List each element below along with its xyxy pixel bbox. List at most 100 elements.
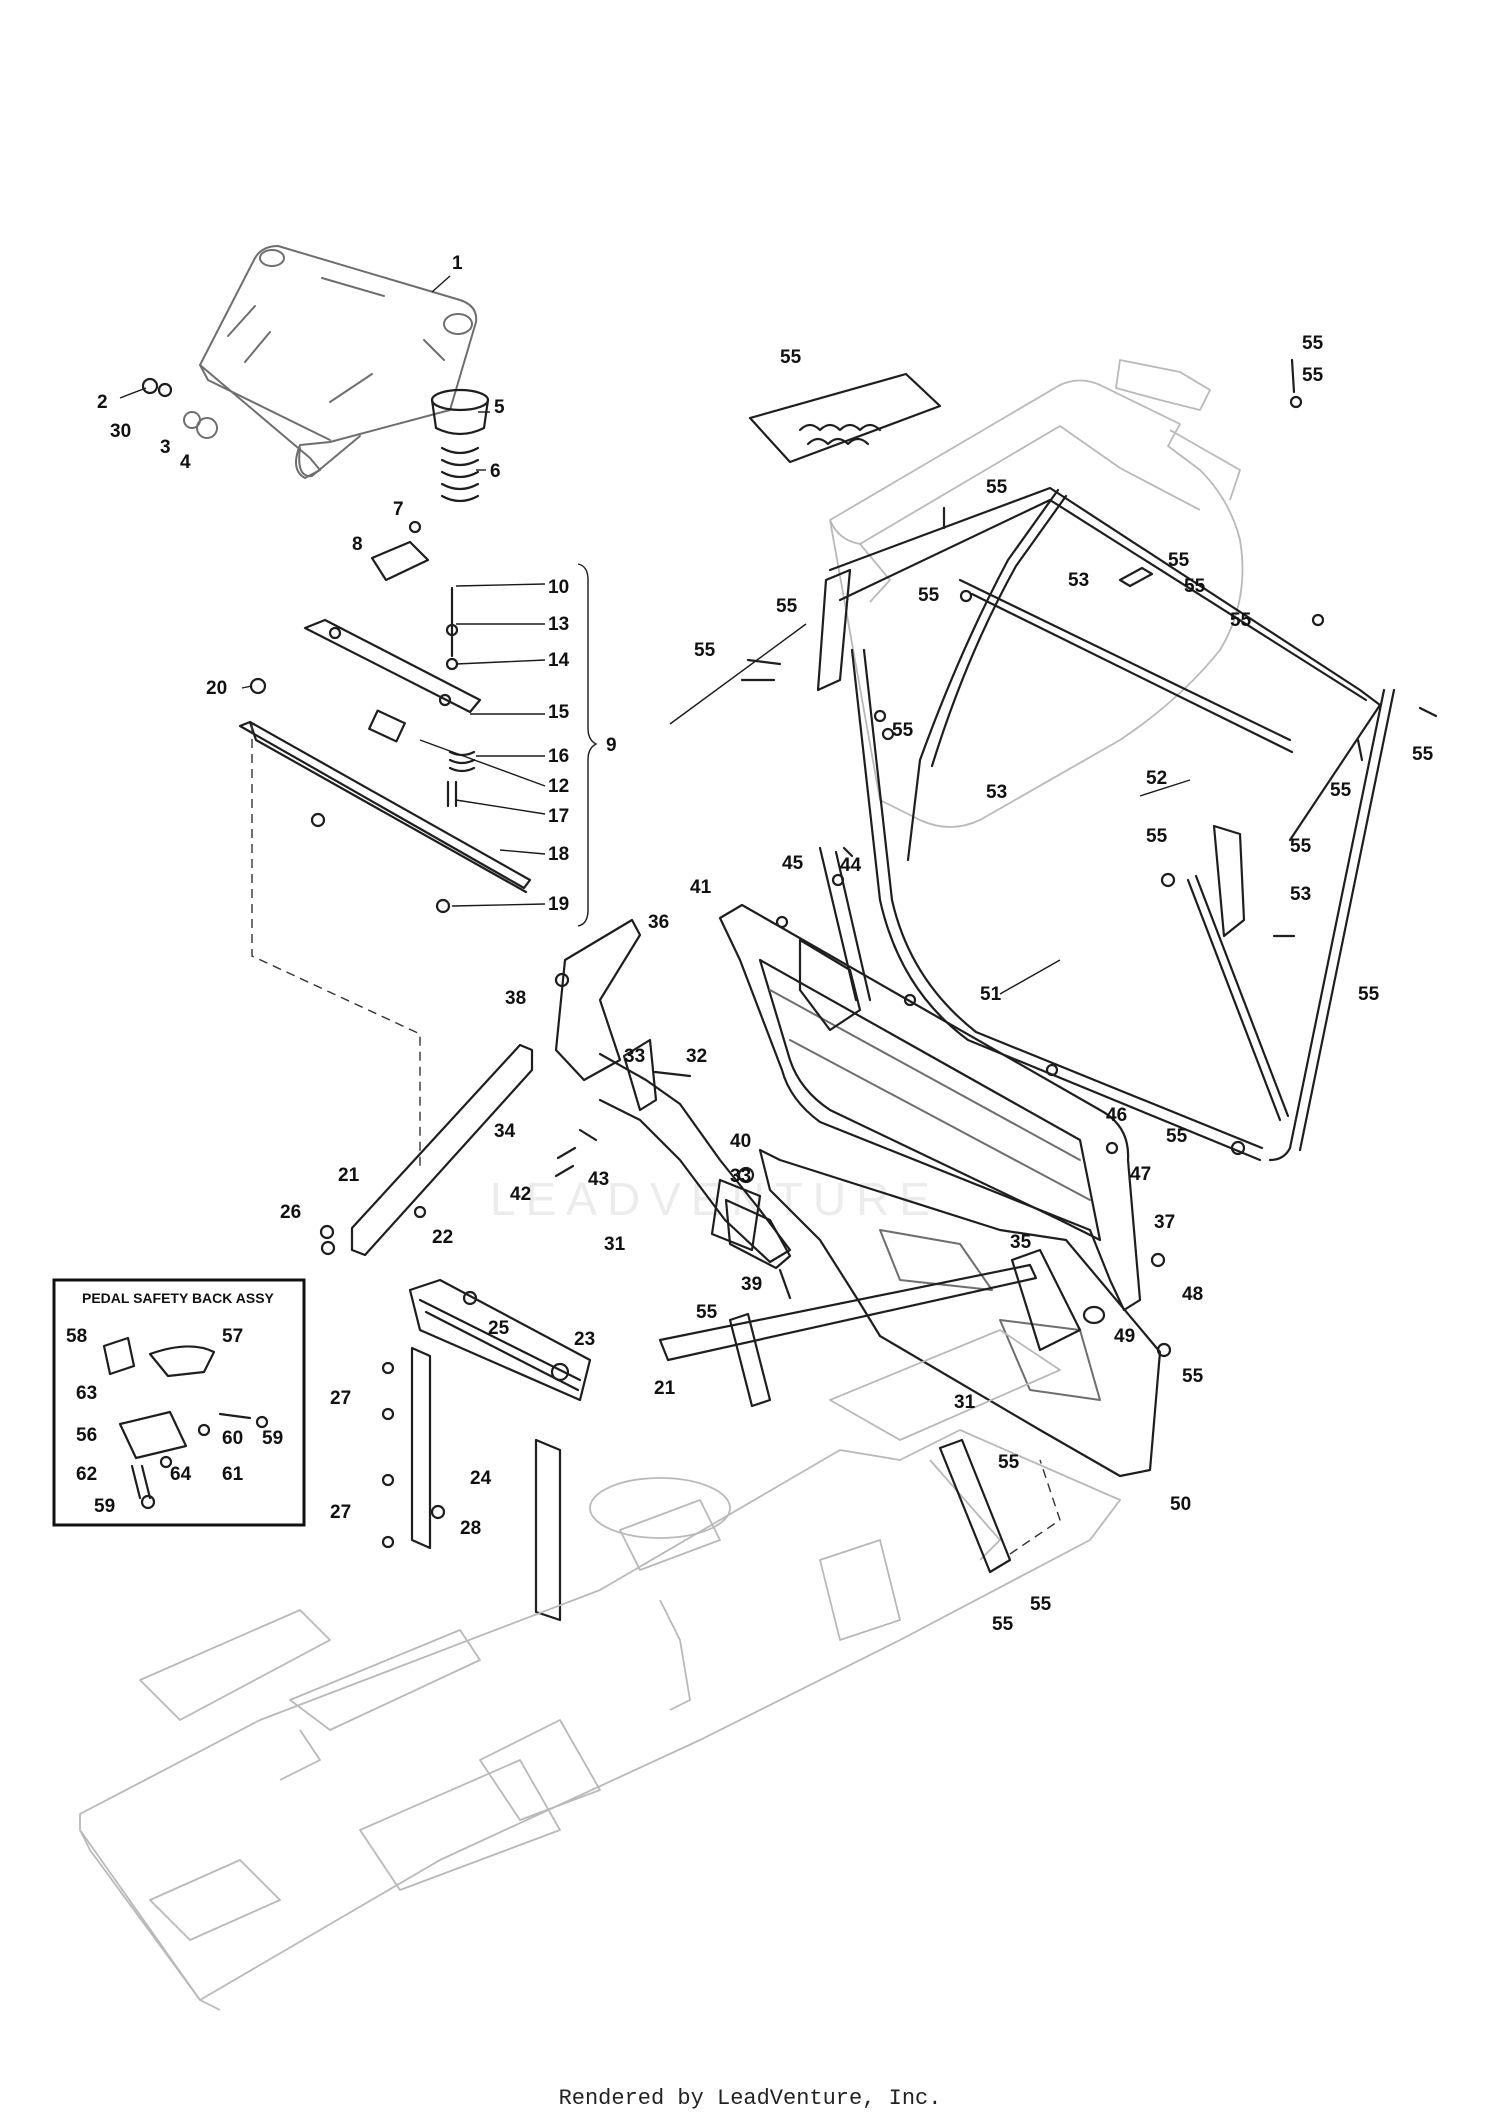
callout: 32 [686, 1046, 707, 1067]
seat-back-cover [829, 359, 1244, 828]
callout: 56 [76, 1425, 97, 1446]
callout: 62 [76, 1464, 97, 1485]
nut-top-right [1289, 395, 1303, 409]
callout: 10 [548, 577, 569, 598]
callout: 53 [1068, 570, 1089, 591]
callout: 55 [694, 640, 716, 661]
callout: 55 [1146, 826, 1168, 847]
callout: 51 [980, 984, 1002, 1005]
bag-frame-tubes [816, 486, 1396, 1162]
callout: 58 [66, 1326, 87, 1347]
callout: 42 [510, 1184, 531, 1205]
callout: 43 [588, 1169, 609, 1190]
callout: 34 [494, 1121, 516, 1142]
bracket-8 [370, 540, 430, 582]
callout: 2 [97, 392, 108, 413]
chassis-frame [79, 1329, 1121, 2011]
callout: 52 [1146, 768, 1167, 789]
nut-b [881, 727, 895, 741]
callout: 46 [1106, 1105, 1127, 1126]
callout: 25 [488, 1318, 510, 1339]
nut-f [1311, 613, 1325, 627]
nut-d [1230, 1140, 1246, 1156]
callout: 63 [76, 1383, 97, 1404]
callout: 20 [206, 678, 227, 699]
callout: 3 [160, 437, 171, 458]
callout: 59 [262, 1428, 283, 1449]
callout: 31 [604, 1234, 626, 1255]
callout: 55 [1184, 576, 1206, 597]
callout: 45 [782, 853, 804, 874]
callout: 8 [352, 534, 363, 555]
callout: 21 [654, 1378, 676, 1399]
callout: 55 [776, 596, 798, 617]
callout: 16 [548, 746, 569, 767]
callout: 1 [452, 253, 463, 274]
callout: 57 [222, 1326, 243, 1347]
callout: 64 [170, 1464, 192, 1485]
seat-back-frame [658, 846, 1172, 1478]
group-brace-9 [577, 563, 598, 927]
callout: 27 [330, 1388, 351, 1409]
callout: 22 [432, 1227, 453, 1248]
seat-bolt-hardware [141, 377, 218, 439]
dashed-ref-line [251, 724, 421, 1170]
seat-mount-brackets [319, 918, 792, 1300]
callout: 33 [730, 1166, 751, 1187]
callout: 27 [330, 1502, 351, 1523]
lower-bracket-55 [938, 1438, 1012, 1574]
callout: 55 [780, 347, 802, 368]
seat-spring-part [430, 388, 490, 503]
callout: 17 [548, 806, 569, 827]
callout: 55 [1230, 610, 1252, 631]
lower-pedestal-brackets [381, 1278, 592, 1622]
callout: 19 [548, 894, 569, 915]
callout: 50 [1170, 1494, 1191, 1515]
callout: 4 [180, 452, 191, 473]
callout: 40 [730, 1131, 751, 1152]
callout: 48 [1182, 1284, 1203, 1305]
callout: 60 [222, 1428, 243, 1449]
callout: 30 [110, 421, 131, 442]
callout: 41 [690, 877, 712, 898]
callout: 15 [548, 702, 570, 723]
callout: 36 [648, 912, 669, 933]
callout: 53 [986, 782, 1007, 803]
callout: 14 [548, 650, 570, 671]
callout: 12 [548, 776, 569, 797]
callout: 37 [1154, 1212, 1175, 1233]
dashed-ref-line-2 [1009, 1459, 1061, 1555]
callout: 55 [1182, 1366, 1204, 1387]
seat-rail-assembly [238, 586, 532, 914]
pedal-safety-inset: PEDAL SAFETY BACK ASSY [52, 1278, 306, 1527]
callout: 18 [548, 844, 569, 865]
callout: 55 [986, 477, 1008, 498]
callout: 6 [490, 461, 501, 482]
callout: 55 [992, 1614, 1014, 1635]
callout: 35 [1010, 1232, 1032, 1253]
callout: 55 [1302, 365, 1324, 386]
leader-lines [119, 275, 1191, 995]
callout: 47 [1130, 1164, 1151, 1185]
seat-pan-part [199, 245, 478, 479]
callout: 59 [94, 1496, 115, 1517]
callout: 33 [624, 1046, 645, 1067]
callout: 23 [574, 1329, 595, 1350]
callout: 55 [998, 1452, 1020, 1473]
nut-a [873, 709, 887, 723]
callout: 31 [954, 1392, 976, 1413]
callout: 55 [1168, 550, 1190, 571]
callout: 55 [918, 585, 940, 606]
callout: 55 [1166, 1126, 1188, 1147]
callout: 9 [606, 735, 617, 756]
callout: 55 [1290, 836, 1312, 857]
hardware-bag [748, 372, 942, 464]
inset-title: PEDAL SAFETY BACK ASSY [82, 1290, 275, 1306]
callout: 55 [696, 1302, 718, 1323]
screw-7 [408, 520, 422, 534]
callout: 55 [1030, 1594, 1052, 1615]
callout: 55 [1330, 780, 1352, 801]
callout: 49 [1114, 1326, 1135, 1347]
callout: 24 [470, 1468, 492, 1489]
